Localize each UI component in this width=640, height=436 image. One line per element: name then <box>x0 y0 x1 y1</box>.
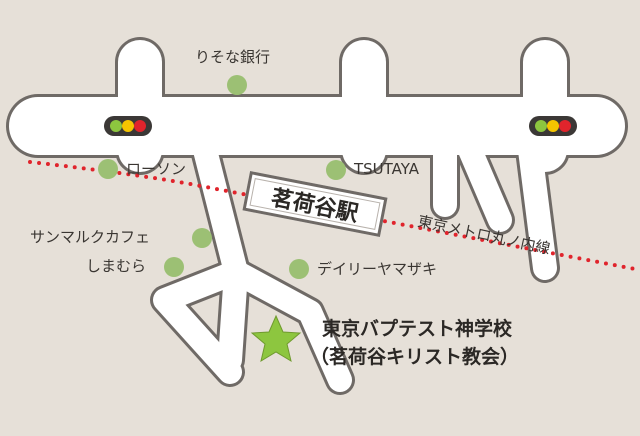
daily-yamazaki-label: デイリーヤマザキ <box>317 260 438 278</box>
traffic-light-left-icon <box>104 116 152 136</box>
resona-bank-label: りそな銀行 <box>195 48 271 66</box>
shimamura-marker-icon <box>164 257 184 277</box>
daily-yamazaki-marker-icon <box>289 259 309 279</box>
lawson-label: ローソン <box>126 160 187 178</box>
destination-name: 東京バプテスト神学校 <box>322 318 513 340</box>
traffic-light-right-icon <box>529 116 577 136</box>
shimamura-label: しまむら <box>86 257 147 275</box>
destination-star-icon <box>250 314 302 363</box>
resona-bank-marker-icon <box>227 75 247 95</box>
saint-marc-cafe-marker-icon <box>192 228 212 248</box>
destination-subtitle: （茗荷谷キリスト教会） <box>310 346 520 368</box>
lawson-marker-icon <box>98 159 118 179</box>
tsutaya-marker-icon <box>326 160 346 180</box>
tsutaya-label: TSUTAYA <box>354 160 420 178</box>
rail-line-dots <box>28 160 640 272</box>
saint-marc-cafe-label: サンマルクカフェ <box>30 228 151 246</box>
